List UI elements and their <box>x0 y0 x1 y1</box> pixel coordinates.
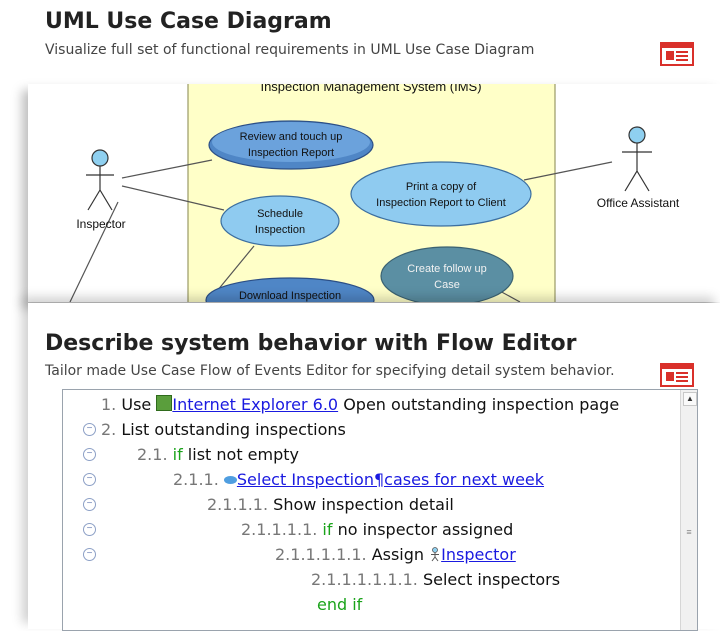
step-text: Show inspection detail <box>273 495 454 514</box>
actor-label: Inspector <box>76 217 125 231</box>
svg-text:Case: Case <box>434 279 460 291</box>
presentation-icon[interactable] <box>660 42 694 66</box>
flow-row[interactable]: 1. Use Internet Explorer 6.0 Open outsta… <box>101 392 619 417</box>
system-name: Inspection Management System (IMS) <box>260 84 481 94</box>
use-case-review: Review and touch up Inspection Report <box>208 120 374 170</box>
collapse-toggle-icon[interactable]: − <box>83 548 96 561</box>
step-text: Select inspectors <box>422 570 561 589</box>
step-number: 2.1.1.1. <box>207 495 269 514</box>
svg-text:Review and touch up: Review and touch up <box>240 131 343 143</box>
flow-row[interactable]: end if <box>317 592 362 617</box>
flow-row[interactable]: 2.1.1.1.1. if no inspector assigned <box>241 517 513 542</box>
scroll-grip-icon[interactable]: ≡ <box>686 527 692 537</box>
step-number: 2.1.1.1.1.1. <box>275 545 367 564</box>
use-case-download: Download Inspection <box>205 277 375 302</box>
use-case-create-follow-up: Create follow up Case <box>380 246 514 302</box>
step-number: 2.1. <box>137 445 168 464</box>
step-link[interactable]: Internet Explorer 6.0 <box>172 395 339 414</box>
flow-row[interactable]: 2.1.1. Select Inspection¶cases for next … <box>173 467 544 492</box>
step-link[interactable]: Inspector <box>441 545 516 564</box>
flow-row[interactable]: 2. List outstanding inspections <box>101 417 346 442</box>
step-number: 1. <box>101 395 117 414</box>
flow-row[interactable]: 2.1.1.1.1.1.1. Select inspectors <box>311 567 560 592</box>
svg-text:Print a copy of: Print a copy of <box>406 181 477 193</box>
keyword: if <box>172 445 183 464</box>
svg-text:Inspection: Inspection <box>255 224 305 236</box>
svg-text:Inspection Report: Inspection Report <box>248 147 334 159</box>
section-subtitle-flow: Tailor made Use Case Flow of Events Edit… <box>45 363 615 379</box>
collapse-toggle-icon[interactable]: − <box>83 473 96 486</box>
step-text: list not empty <box>187 445 299 464</box>
vertical-scrollbar[interactable]: ▲ ≡ <box>680 390 697 630</box>
svg-text:Schedule: Schedule <box>257 208 303 220</box>
uml-diagram-panel: Inspection Management System (IMS) Inspe… <box>28 84 720 302</box>
step-text: no inspector assigned <box>337 520 514 539</box>
collapse-toggle-icon[interactable]: − <box>83 523 96 536</box>
collapse-toggle-icon[interactable]: − <box>83 448 96 461</box>
internet-explorer-icon <box>156 395 173 411</box>
actor-office-assistant: Office Assistant <box>597 126 680 210</box>
use-case-schedule: Schedule Inspection <box>220 195 340 247</box>
step-text: List outstanding inspections <box>121 420 346 439</box>
flow-row[interactable]: 2.1.1.1. Show inspection detail <box>207 492 454 517</box>
svg-text:Download Inspection: Download Inspection <box>239 290 341 302</box>
svg-text:Create follow up: Create follow up <box>407 263 487 275</box>
use-case-print: Print a copy of Inspection Report to Cli… <box>350 161 532 227</box>
flow-row[interactable]: 2.1. if list not empty <box>137 442 299 467</box>
flow-editor-panel: 1. Use Internet Explorer 6.0 Open outsta… <box>28 303 720 631</box>
actor-icon <box>429 544 441 562</box>
step-number: 2.1.1.1.1.1.1. <box>311 570 418 589</box>
use-case-diagram: Inspection Management System (IMS) Inspe… <box>69 84 680 302</box>
collapse-toggle-icon[interactable]: − <box>83 423 96 436</box>
step-link[interactable]: Select Inspection¶cases for next week <box>236 470 545 489</box>
keyword: if <box>322 520 333 539</box>
step-number: 2.1.1.1.1. <box>241 520 318 539</box>
step-number: 2. <box>101 420 117 439</box>
flow-row[interactable]: 2.1.1.1.1.1. Assign Inspector <box>275 542 516 567</box>
keyword: end if <box>317 595 363 614</box>
step-text: Use <box>121 395 152 414</box>
step-number: 2.1.1. <box>173 470 219 489</box>
scroll-up-icon[interactable]: ▲ <box>683 392 697 406</box>
presentation-icon[interactable] <box>660 363 694 387</box>
step-text: Assign <box>371 545 425 564</box>
use-case-icon <box>223 476 237 484</box>
actor-inspector: Inspector <box>76 149 126 231</box>
flow-editor[interactable]: 1. Use Internet Explorer 6.0 Open outsta… <box>62 389 698 631</box>
svg-text:Inspection Report to Client: Inspection Report to Client <box>376 197 506 209</box>
section-title-uml: UML Use Case Diagram <box>45 9 332 34</box>
collapse-toggle-icon[interactable]: − <box>83 498 96 511</box>
section-title-flow: Describe system behavior with Flow Edito… <box>45 331 577 356</box>
actor-label: Office Assistant <box>597 196 680 210</box>
step-text: Open outstanding inspection page <box>343 395 620 414</box>
section-subtitle-uml: Visualize full set of functional require… <box>45 42 535 58</box>
